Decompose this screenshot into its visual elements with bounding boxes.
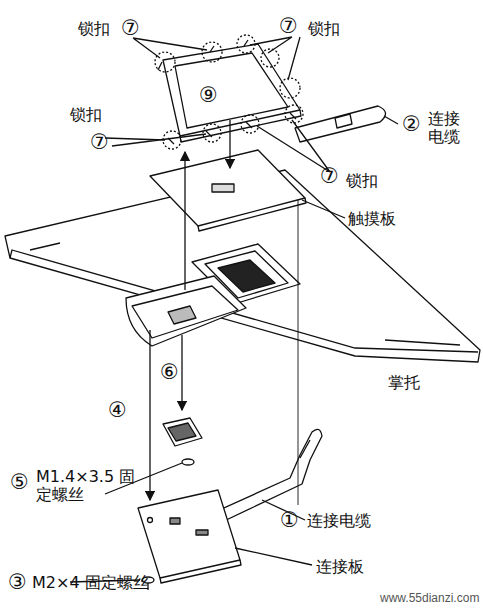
lock-label: 锁扣	[78, 20, 110, 38]
callout-number: ⑦	[279, 16, 298, 37]
lock-label: 锁扣	[346, 172, 378, 190]
screw	[182, 459, 194, 465]
connector	[163, 418, 202, 446]
callout-number: ④	[108, 400, 127, 421]
screw-spec: M2×4 固定螺丝	[32, 574, 149, 592]
cable	[215, 429, 322, 522]
callout-number: ③	[8, 572, 27, 593]
touchpad	[150, 150, 305, 226]
watermark: www.55dianzi.com	[380, 592, 479, 606]
part-name: 触摸板	[348, 210, 396, 228]
part-name: 掌托	[388, 374, 420, 392]
connection-board	[138, 490, 240, 578]
callout-number: ⑦	[121, 18, 140, 39]
callout-number: ⑥	[160, 362, 179, 383]
lock-label: 锁扣	[308, 20, 340, 38]
callout-number: ②	[402, 114, 421, 135]
bracket-frame	[163, 44, 300, 136]
callout-number: ⑨	[199, 85, 218, 106]
callout-number: ⑤	[10, 472, 29, 493]
callout-number: ⑦	[320, 166, 339, 187]
button-assembly	[126, 276, 246, 346]
part-name: 连接板	[316, 558, 364, 576]
cable	[295, 106, 386, 142]
lock-label: 锁扣	[70, 106, 102, 124]
callout-number: ①	[280, 510, 299, 531]
screw-spec: M1.4×3.5 固定螺丝	[36, 468, 136, 505]
part-name: 连接 电缆	[428, 110, 468, 147]
lock-marks	[155, 35, 303, 149]
part-name: 连接电缆	[307, 512, 371, 530]
callout-number: ⑦	[90, 132, 109, 153]
